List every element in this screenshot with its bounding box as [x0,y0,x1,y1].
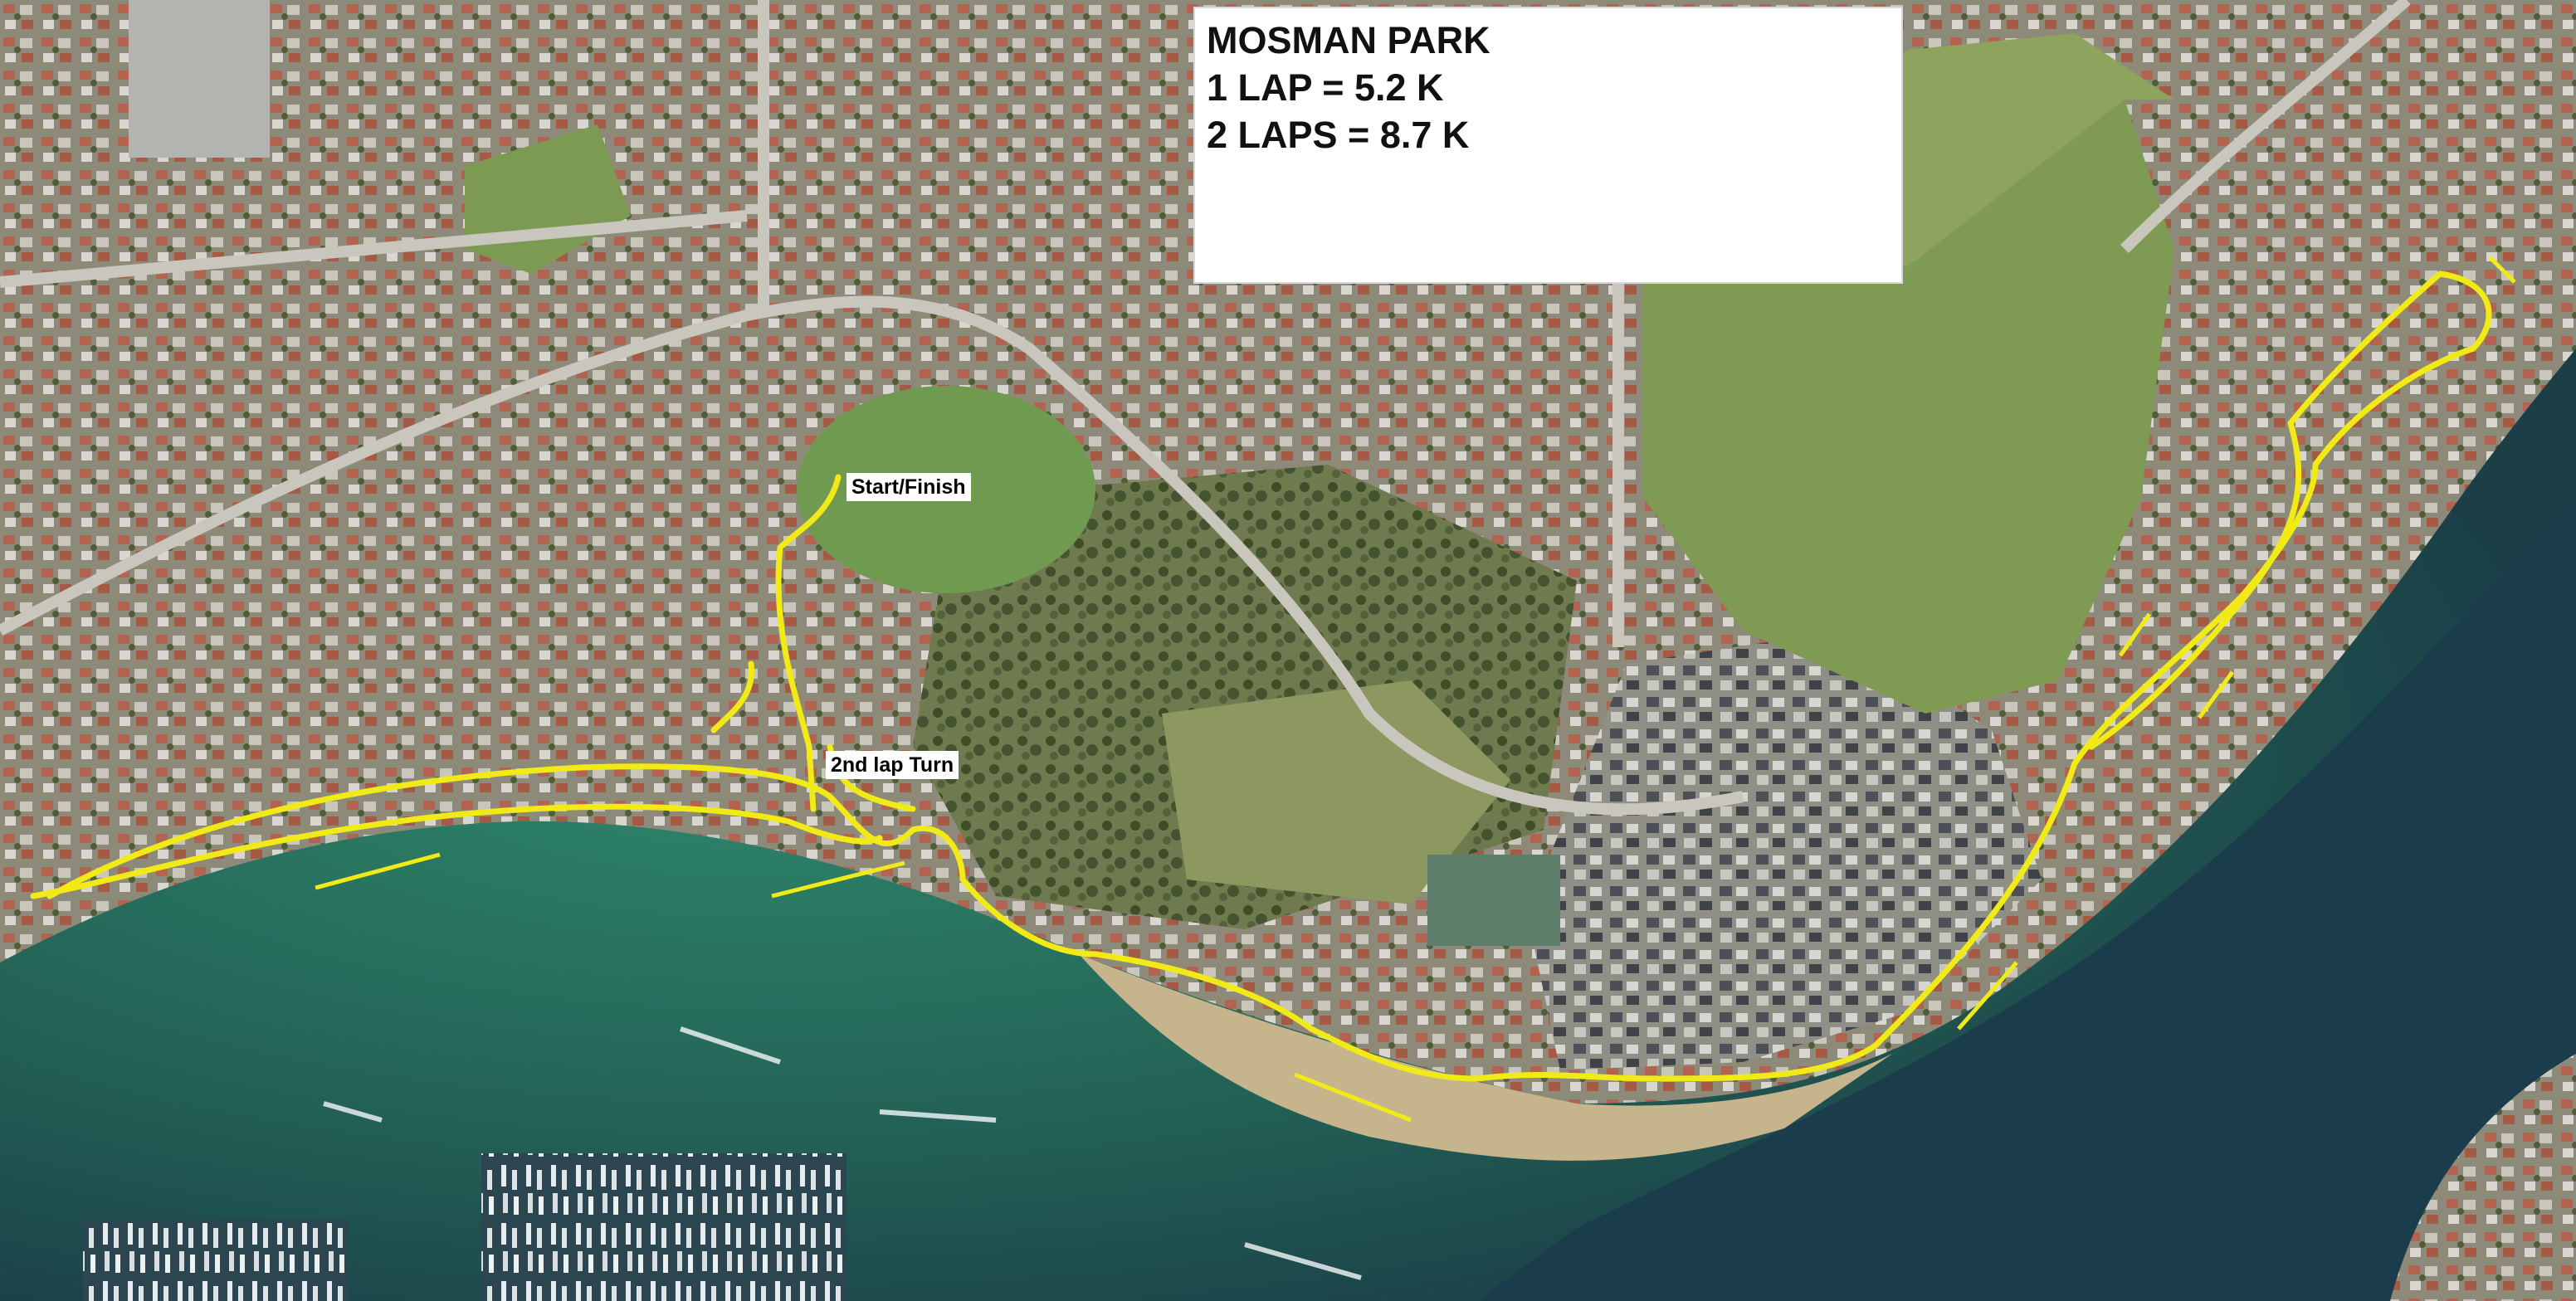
roads [0,0,2411,816]
start-finish-label: Start/Finish [846,473,971,501]
far-shore [2390,1054,2576,1301]
tennis-courts [1427,855,1560,946]
title-box: MOSMAN PARK 1 LAP = 5.2 K 2 LAPS = 8.7 K [1193,7,1903,284]
second-lap-turn-label: 2nd lap Turn [826,751,959,779]
one-lap-distance: 1 LAP = 5.2 K [1207,66,1444,109]
river-deep-water [1477,498,2576,1301]
two-lap-distance: 2 LAPS = 8.7 K [1207,114,1470,156]
marina [481,1153,846,1301]
housing-estate [1527,631,2042,1070]
open-grass [1162,680,1510,904]
race-route [30,270,2492,1082]
golf-course [1643,100,2174,714]
warehouse-roof [129,0,270,158]
marina-west [83,1220,349,1301]
route-arrows [315,256,2516,1123]
boat-wakes [323,1026,1362,1280]
beach [1079,954,1892,1161]
park-title: MOSMAN PARK [1207,19,1490,61]
